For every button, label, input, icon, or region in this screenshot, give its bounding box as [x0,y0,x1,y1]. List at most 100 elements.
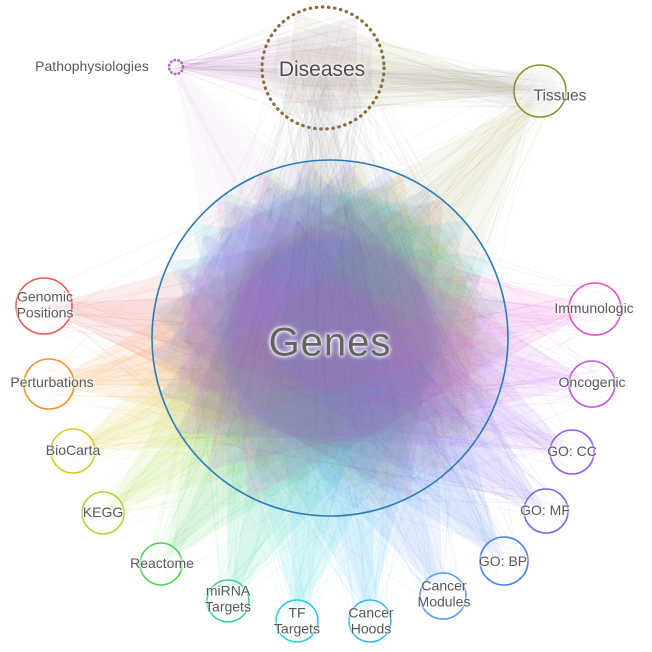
edge [103,158,500,513]
edge [291,81,386,310]
edge [262,80,560,436]
edge [181,257,547,503]
node-label-genomic-positions[interactable]: Genomic Positions [16,288,74,320]
node-circle-kegg[interactable] [81,491,125,535]
edge [342,34,530,104]
edge [294,475,403,606]
node-label-genes[interactable]: Genes [268,320,392,365]
node-circle-tissues[interactable] [513,64,567,118]
edge [294,388,555,524]
edge [333,61,442,214]
node-label-pathophysiologies[interactable]: Pathophysiologies [35,58,149,75]
edge [212,319,467,600]
edge [181,328,587,349]
node-circle-go-bp[interactable] [479,536,529,586]
node-circle-genes[interactable] [151,159,509,517]
edge [347,50,405,309]
node-label-perturbations[interactable]: Perturbations [10,374,94,391]
edge [44,295,285,346]
edge [61,182,282,315]
node-circle-reactome[interactable] [139,542,183,586]
edge [184,268,302,634]
edge [55,230,403,394]
edge [164,243,241,581]
node-circle-biocarta[interactable] [50,428,96,474]
edge [322,96,542,105]
edge [112,409,300,500]
node-circle-cancer-hoods[interactable] [348,599,392,643]
node-circle-mirna-targets[interactable] [206,579,250,623]
edge [171,71,315,310]
edge [284,385,581,441]
edge [370,353,399,634]
edge [313,30,328,391]
node-circle-diseases[interactable] [260,5,386,131]
edge [110,184,355,517]
edge [340,308,559,501]
edge [155,210,228,551]
edge [231,20,343,441]
edge [302,218,410,616]
edge [412,97,553,343]
node-circle-immunologic[interactable] [568,282,622,336]
node-label-oncogenic[interactable]: Oncogenic [558,374,626,391]
node-label-reactome[interactable]: Reactome [130,555,194,572]
edge [48,313,346,334]
edge [89,449,402,522]
edge [73,446,328,464]
node-label-cancer-modules[interactable]: Cancer Modules [417,577,471,609]
node-label-cancer-hoods[interactable]: Cancer Hoods [348,604,394,636]
edge [213,264,586,328]
edge [318,73,345,210]
edge [188,299,428,590]
node-label-biocarta[interactable]: BioCarta [45,442,101,459]
edge [289,264,552,528]
node-label-go-mf[interactable]: GO: MF [520,502,570,519]
edge [470,78,537,423]
node-circle-go-cc[interactable] [549,429,595,475]
edge [317,65,560,89]
edge [207,172,592,471]
edge [299,246,383,614]
node-label-tf-targets[interactable]: TF Targets [274,604,320,636]
node-label-tissues[interactable]: Tissues [533,87,587,105]
edge [117,336,193,520]
node-circle-go-mf[interactable] [523,488,569,534]
edge [298,113,339,506]
node-label-go-cc[interactable]: GO: CC [547,443,597,460]
edge [223,339,286,586]
edge [255,236,556,446]
edge [37,255,300,318]
edge [171,64,532,105]
edge [434,405,500,580]
edge [331,385,590,496]
edge [36,305,287,425]
node-circle-cancer-modules[interactable] [419,572,467,620]
edge [327,369,590,459]
edge [436,358,568,468]
edge [72,396,463,459]
edge [296,56,456,265]
edge [309,60,319,367]
node-label-immunologic[interactable]: Immunologic [554,300,634,317]
edge [177,69,296,71]
node-circle-pathophysiologies[interactable] [167,58,185,76]
node-label-kegg[interactable]: KEGG [82,504,124,521]
node-circle-perturbations[interactable] [23,358,75,410]
edge [284,83,389,304]
edge [292,100,534,404]
edge [224,295,580,369]
node-circle-oncogenic[interactable] [568,360,616,408]
edge [171,36,293,71]
edge [43,306,337,437]
node-circle-genomic-positions[interactable] [15,277,73,335]
edge [219,270,269,606]
node-label-diseases[interactable]: Diseases [278,58,366,82]
edge [319,80,331,205]
node-label-go-bp[interactable]: GO: BP [478,553,528,570]
edge [234,311,383,611]
edge [228,176,457,602]
node-label-mirna-targets[interactable]: miRNA Targets [205,582,251,614]
edge [174,67,402,490]
node-circle-tf-targets[interactable] [275,599,319,643]
